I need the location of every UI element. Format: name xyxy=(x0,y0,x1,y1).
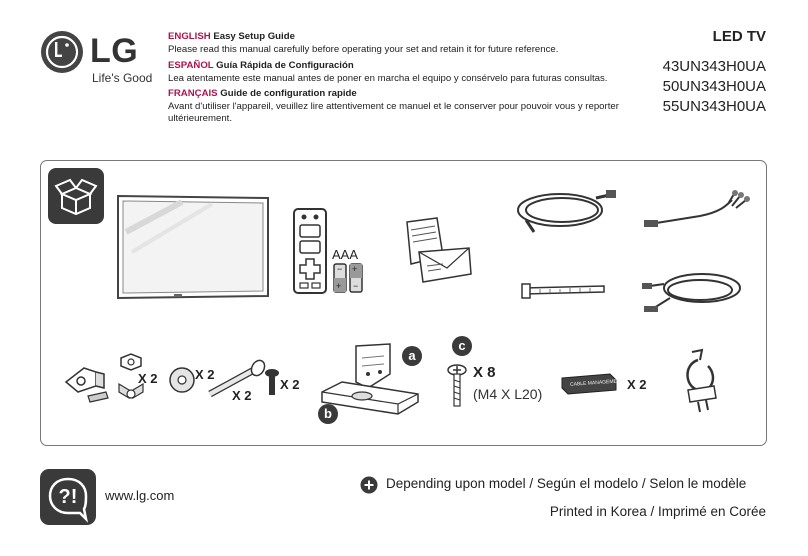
cable-management-clip-illustration xyxy=(561,373,617,395)
battery-minus-sign: − xyxy=(337,264,343,274)
cable-management-quantity: X 2 xyxy=(627,377,647,392)
language-description: Lea atentamente este manual antes de pon… xyxy=(168,72,608,84)
package-box-icon xyxy=(48,168,104,224)
product-type: LED TV xyxy=(712,28,766,45)
language-section-french: FRANÇAIS Guide de configuration rapide A… xyxy=(168,88,623,126)
language-description: Please read this manual carefully before… xyxy=(168,43,559,55)
language-description: Avant d'utiliser l'appareil, veuillez li… xyxy=(168,100,619,125)
guide-title: Easy Setup Guide xyxy=(213,31,295,42)
model-number: 50UN343H0UA xyxy=(662,78,766,95)
stand-screw-spec: (M4 X L20) xyxy=(473,386,543,402)
language-name: ESPAÑOL xyxy=(168,60,214,71)
small-screw-quantity: X 2 xyxy=(280,377,300,392)
cable-holder-illustration xyxy=(686,348,717,413)
battery-plus-sign: + xyxy=(336,281,342,291)
batteries-illustration xyxy=(333,263,363,293)
battery-minus-sign: − xyxy=(353,281,359,291)
cable-tie-illustration xyxy=(521,283,605,299)
language-section-spanish: ESPAÑOL Guía Rápida de Configuración Lea… xyxy=(168,60,628,85)
website-url[interactable]: www.lg.com xyxy=(105,488,175,503)
stand-body-label-a: a xyxy=(402,346,422,366)
nut-and-wing-nut-illustration xyxy=(118,353,144,400)
tv-panel-illustration xyxy=(117,194,269,300)
power-cord-illustration xyxy=(517,190,616,233)
av-cable-illustration xyxy=(644,190,750,227)
bracket-quantity: X 2 xyxy=(138,371,158,386)
screw-label-c: c xyxy=(452,336,472,356)
model-number: 43UN343H0UA xyxy=(662,58,766,75)
washer-quantity: X 2 xyxy=(195,367,215,382)
help-icon: ?! xyxy=(40,469,96,525)
svg-text:?!: ?! xyxy=(59,486,78,508)
guide-title: Guía Rápida de Configuración xyxy=(216,60,354,71)
stand-screw-quantity: X 8 xyxy=(473,364,496,381)
small-screw-illustration xyxy=(265,369,279,395)
model-number: 55UN343H0UA xyxy=(662,98,766,115)
washer-illustration xyxy=(169,367,195,393)
brand-tagline: Life's Good xyxy=(92,71,153,85)
lg-logo-text: LG xyxy=(90,32,139,70)
long-bolt-illustration xyxy=(208,359,266,398)
lg-logo-icon xyxy=(41,31,83,73)
package-contents-box xyxy=(40,160,767,446)
guide-title: Guide de configuration rapide xyxy=(220,88,357,99)
bolt-quantity: X 2 xyxy=(232,388,252,403)
model-dependent-note: Depending upon model / Según el modelo /… xyxy=(386,476,747,491)
stand-base-label-b: b xyxy=(318,404,338,424)
language-name: ENGLISH xyxy=(168,31,211,42)
remote-control-illustration xyxy=(293,208,327,294)
plus-circle-icon xyxy=(360,476,378,494)
battery-type-label: AAA xyxy=(332,247,359,262)
printed-in-note: Printed in Korea / Imprimé en Corée xyxy=(549,504,766,519)
manual-documents-illustration xyxy=(406,217,472,283)
stand-bracket-illustration xyxy=(64,367,109,403)
language-name: FRANÇAIS xyxy=(168,88,218,99)
stand-illustration xyxy=(321,343,419,415)
audio-cable-illustration xyxy=(642,273,741,312)
battery-plus-sign: + xyxy=(352,264,358,274)
stand-screw-illustration xyxy=(447,364,467,407)
language-section-english: ENGLISH Easy Setup Guide Please read thi… xyxy=(168,31,628,56)
